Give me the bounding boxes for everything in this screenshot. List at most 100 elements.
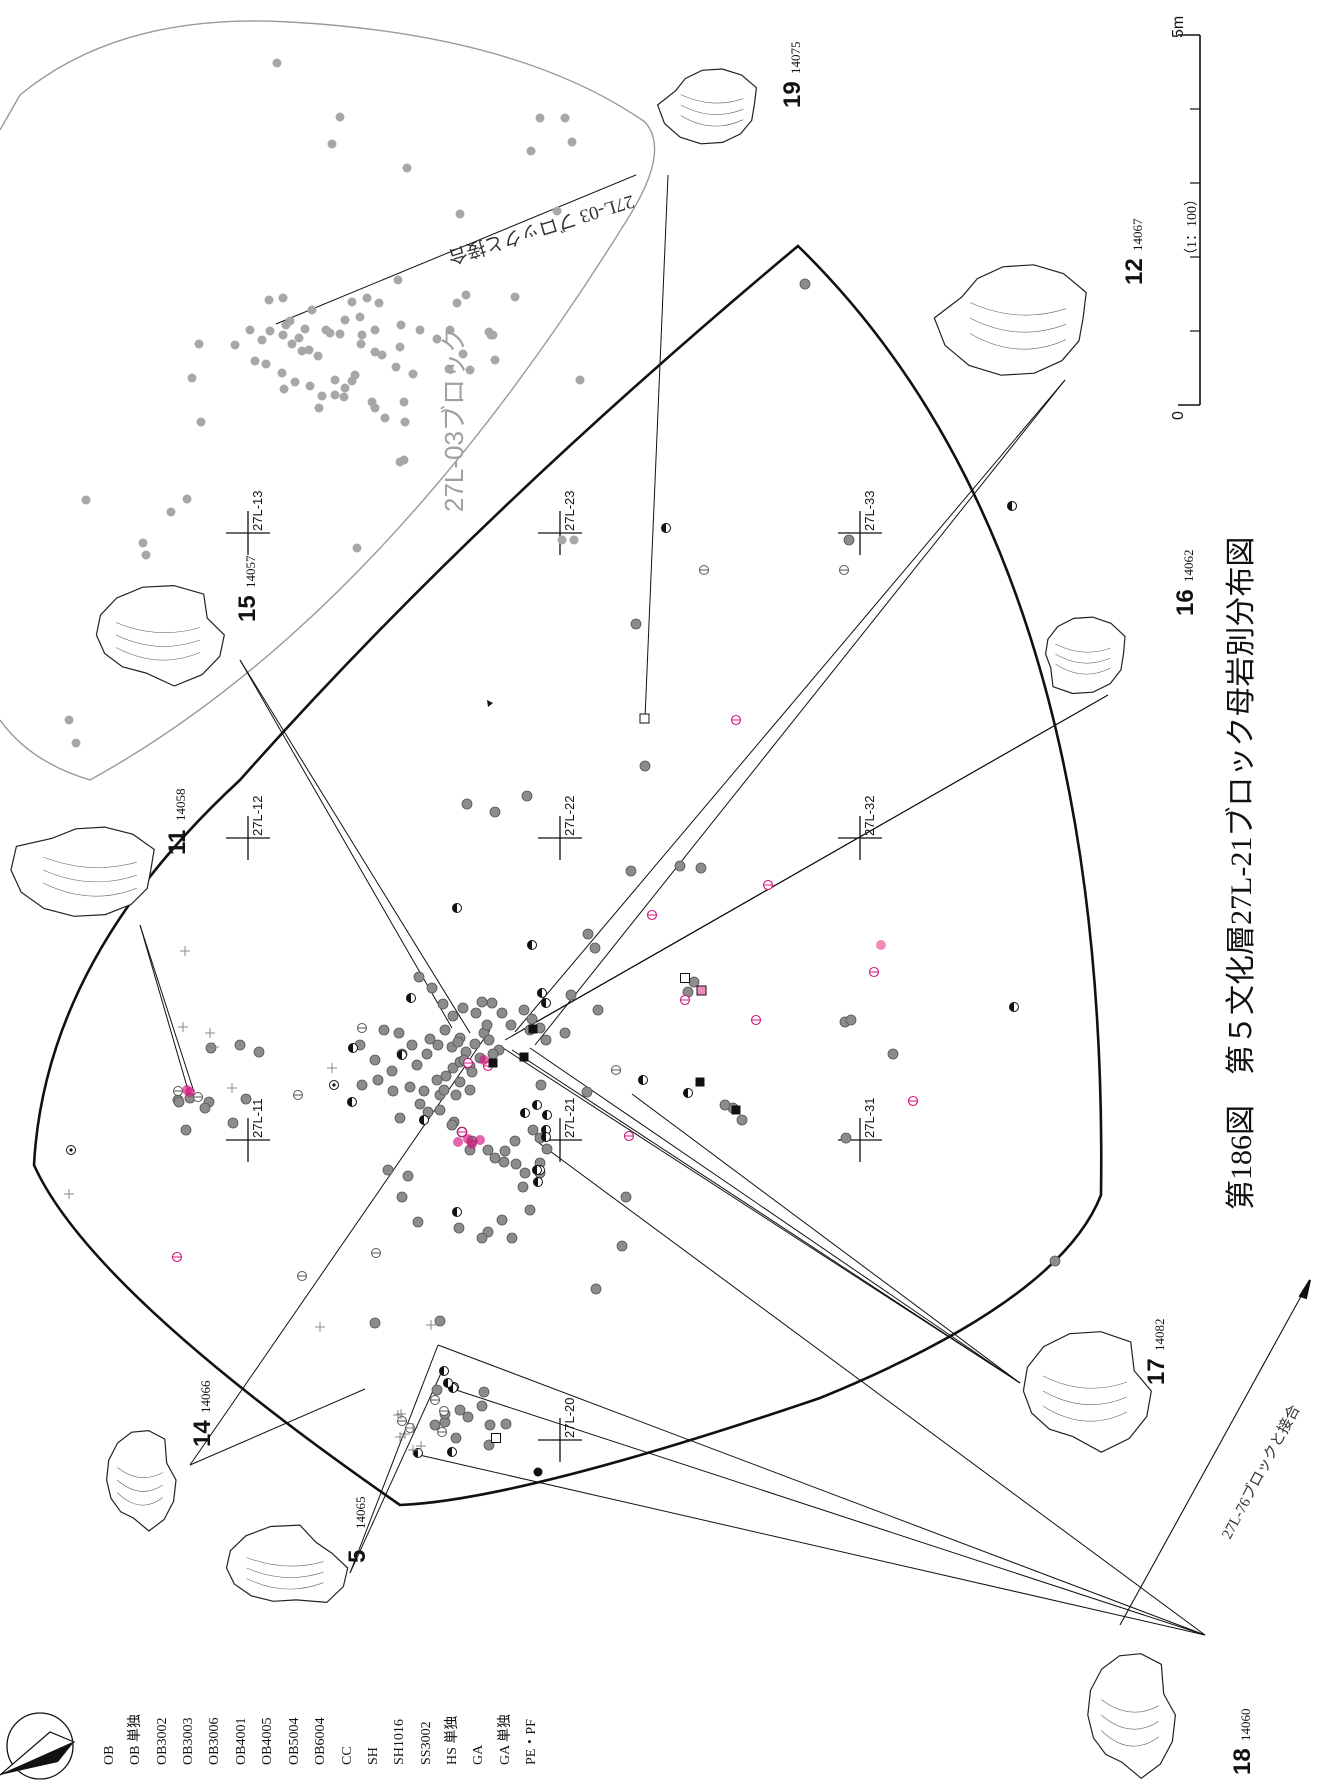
artifact-point <box>524 1204 536 1216</box>
artifact-point <box>265 326 275 336</box>
artifact-point <box>395 457 405 467</box>
artifact-point <box>438 1084 450 1096</box>
artifact-point <box>567 137 577 147</box>
artifact-point <box>526 146 536 156</box>
artifact-point <box>661 523 671 533</box>
artifact-point-pink <box>475 1135 485 1145</box>
pink-square <box>696 985 707 996</box>
artifact-point <box>171 1251 183 1263</box>
artifact-point <box>180 1124 192 1136</box>
refit-line <box>521 694 1109 1031</box>
arrow-head-icon <box>1298 1279 1311 1300</box>
artifact-point <box>412 1216 424 1228</box>
artifact-point <box>434 1104 446 1116</box>
legend-item: OB4001 <box>234 1718 249 1765</box>
artifact-number: 12 <box>1121 258 1148 285</box>
grid-label: 27L-23 <box>562 491 577 531</box>
artifact-point <box>307 305 317 315</box>
artifact-id: 14058 <box>173 789 188 822</box>
artifact-point <box>402 1170 414 1182</box>
artifact-point <box>541 998 551 1008</box>
artifact-point <box>278 330 288 340</box>
artifact-point <box>406 1039 418 1051</box>
artifact-point <box>64 1189 74 1199</box>
artifact-number: 17 <box>1143 1358 1170 1385</box>
stone-tool-sketch <box>95 584 225 687</box>
artifact-point <box>418 1085 430 1097</box>
artifact-point <box>317 391 327 401</box>
artifact-point <box>470 1007 482 1019</box>
artifact-point <box>396 320 406 330</box>
artifact-point <box>395 1432 405 1442</box>
artifact-point <box>279 384 289 394</box>
artifact-point <box>452 298 462 308</box>
artifact-point <box>355 312 365 322</box>
artifact-point <box>369 1054 381 1066</box>
artifact-point <box>592 1004 604 1016</box>
artifact-point <box>625 865 637 877</box>
grid-label: 27L-20 <box>562 1398 577 1438</box>
artifact-point <box>408 369 418 379</box>
artifact-point <box>491 1433 501 1443</box>
artifact-point <box>527 1124 539 1136</box>
artifact-point <box>540 1034 552 1046</box>
refit-line <box>275 174 637 325</box>
artifact-point <box>461 798 473 810</box>
artifact-point <box>589 942 601 954</box>
scale-zero-label: 0 <box>1170 411 1187 420</box>
artifact-point <box>520 1108 530 1118</box>
artifact-id: 14075 <box>788 42 803 75</box>
artifact-point <box>445 325 455 335</box>
artifact-point <box>421 1048 433 1060</box>
artifact-point <box>327 1063 337 1073</box>
artifact-point <box>180 946 190 956</box>
artifact-point <box>552 206 562 216</box>
artifact-point <box>300 324 310 334</box>
artifact-point <box>138 538 148 548</box>
artifact-point <box>406 993 416 1003</box>
artifact-point <box>528 1024 538 1034</box>
artifact-point <box>730 714 742 726</box>
refit-line <box>349 1370 443 1574</box>
artifact-number: 15 <box>234 595 261 622</box>
block-27L-03-outline <box>0 20 656 781</box>
artifact-point <box>196 417 206 427</box>
grid-label: 27L-11 <box>250 1098 265 1138</box>
legend-item: GA <box>471 1744 486 1765</box>
stone-tool-sketch <box>225 1524 349 1604</box>
artifact-point <box>541 1143 553 1155</box>
artifact-point <box>519 1167 531 1179</box>
artifact-point <box>432 334 442 344</box>
grid-crosses <box>226 511 882 1462</box>
artifact-point <box>245 325 255 335</box>
artifact-point <box>454 1404 466 1416</box>
artifact-point <box>506 1232 518 1244</box>
artifact-point <box>314 403 324 413</box>
legend-item: OB 単独 <box>127 1714 143 1765</box>
artifact-point <box>313 351 323 361</box>
artifact-point <box>393 1027 405 1039</box>
artifact-point <box>611 1065 621 1075</box>
refit-line <box>414 1453 1206 1636</box>
artifact-point <box>369 1317 381 1329</box>
artifact-point <box>437 998 449 1010</box>
artifact-point <box>680 973 690 983</box>
refit-line <box>349 1344 439 1574</box>
artifact-point <box>845 1014 857 1026</box>
artifact-point <box>887 1048 899 1060</box>
legend-item: PE・PF <box>524 1719 539 1765</box>
artifact-point <box>532 1165 542 1175</box>
artifact-point <box>277 368 287 378</box>
artifact-point <box>440 1070 452 1082</box>
artifact-point <box>481 1019 493 1031</box>
grid-label: 27L-32 <box>862 796 877 836</box>
artifact-point <box>362 293 372 303</box>
artifact-point <box>620 1191 632 1203</box>
artifact-point <box>510 292 520 302</box>
